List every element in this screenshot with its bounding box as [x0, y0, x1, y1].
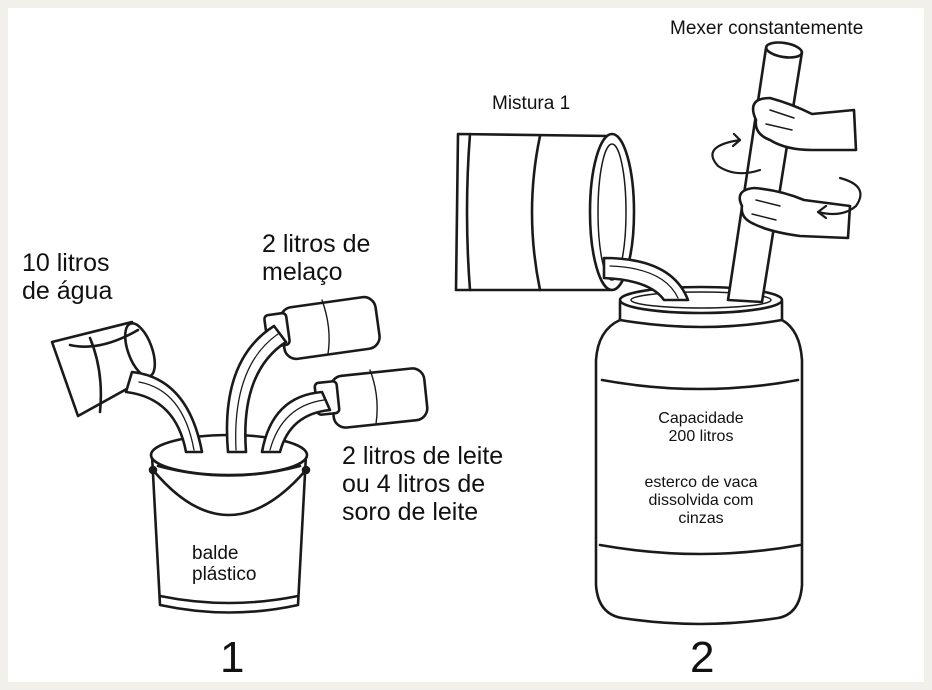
mixture-label: Mistura 1	[492, 93, 571, 114]
water-pail-icon	[50, 320, 157, 418]
mixture-container-icon	[454, 132, 636, 292]
water-label: 10 litros de água	[22, 249, 113, 305]
stirring-stick-icon	[726, 41, 804, 304]
step-1-number: 1	[220, 633, 245, 682]
hands-icon	[738, 96, 858, 240]
rotation-arrows-icon	[711, 132, 862, 220]
molasses-bottle-icon	[263, 295, 381, 361]
bucket-label: balde plástico	[192, 543, 257, 586]
contents-label: esterco de vaca dissolvida com cinzas	[644, 474, 758, 527]
capacity-label: Capacidade 200 litros	[658, 410, 744, 445]
step-2-number: 2	[690, 633, 715, 682]
barrel-icon	[594, 285, 804, 626]
molasses-label: 2 litros de melaço	[262, 230, 371, 286]
milk-label: 2 litros de leite ou 4 litros de soro de…	[342, 442, 504, 526]
plastic-bucket-icon	[148, 433, 311, 614]
milk-bottle-icon	[313, 367, 429, 429]
stir-label: Mexer constantemente	[670, 18, 864, 39]
